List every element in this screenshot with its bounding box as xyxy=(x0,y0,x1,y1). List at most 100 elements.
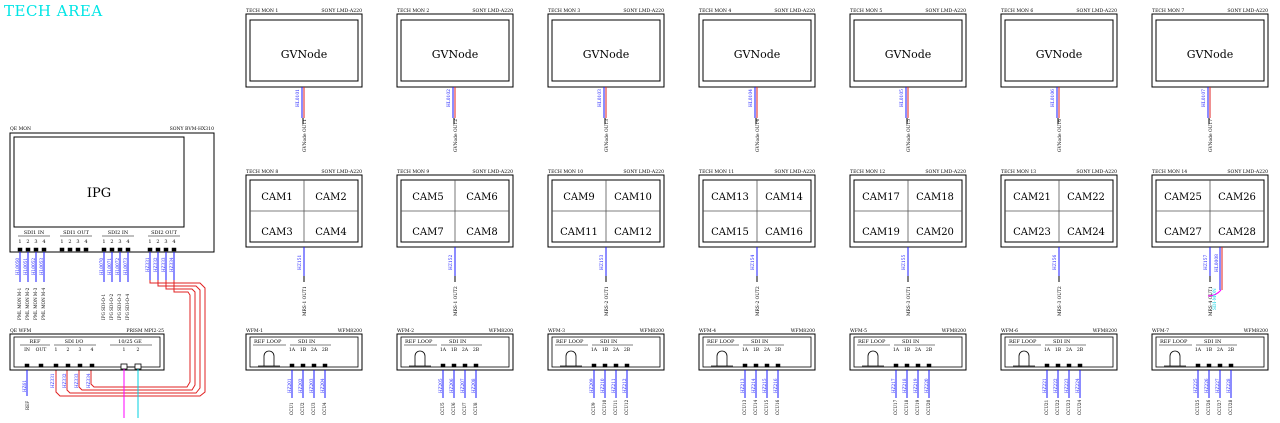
wfm-ref-label: REF LOOP xyxy=(707,339,735,345)
ipg-content-label: IPG xyxy=(87,186,111,201)
source-label: IPG SDI-O-1 xyxy=(101,294,106,320)
source-label: CCU25 xyxy=(1195,399,1200,415)
ipg-group-label: SDI1 OUT xyxy=(63,230,89,236)
wfm-port xyxy=(1066,363,1072,368)
monitor-id-label: TECH MON 14 xyxy=(1152,169,1187,175)
ipg-port xyxy=(41,247,47,252)
wfm-port xyxy=(753,363,759,368)
wfm-port xyxy=(311,363,317,368)
monitor-model-label: SONY LMD-A220 xyxy=(774,169,815,175)
cable-label: HL0052 xyxy=(31,258,36,275)
cam-label: CAM17 xyxy=(862,192,900,203)
wfm-port xyxy=(1055,363,1061,368)
wfm-port xyxy=(300,363,306,368)
ipg-model-label: SONY BVM-HX310 xyxy=(170,126,214,132)
cable-label: HZ331 xyxy=(145,257,150,272)
monitor-id-label: TECH MON 10 xyxy=(548,169,583,175)
wfm-input-label: 2A xyxy=(1066,347,1073,353)
wfm-ref-label: REF LOOP xyxy=(405,339,433,345)
wfm-frame xyxy=(245,333,363,371)
ipg-port-label: 2 xyxy=(110,239,113,245)
wfm-input-label: 1B xyxy=(1206,347,1213,353)
wfm-ref-label: REF LOOP xyxy=(1160,339,1188,345)
wfm-port xyxy=(915,363,921,368)
cable-label: HZ332 xyxy=(62,373,67,388)
ref-loop-symbol xyxy=(263,350,275,366)
wfm-sdi-label: SDI IN xyxy=(1053,339,1071,345)
source-label: IPG SDI-O-3 xyxy=(117,294,122,320)
qewfm-model-label: PRISM MPI2-25 xyxy=(126,328,164,334)
ipg-group-label: SDI2 IN xyxy=(108,230,129,236)
cam-label: CAM19 xyxy=(862,227,900,238)
monitor-id-label: TECH MON 7 xyxy=(1152,8,1184,14)
wfm-input-label: 2B xyxy=(473,347,480,353)
cable-label: HZ223 xyxy=(1064,378,1069,393)
qewfm-ge-label: 10/25 GE xyxy=(118,339,142,345)
wfm-input-label: 2A xyxy=(311,347,318,353)
cam-label: CAM5 xyxy=(412,192,443,203)
source-label: CCU21 xyxy=(1044,399,1049,415)
qewfm-port xyxy=(38,363,44,368)
wfm-id-label: WFM-3 xyxy=(548,328,565,334)
source-label: MRS-3 OUT2 xyxy=(1058,286,1063,316)
cam-label: CAM24 xyxy=(1067,227,1105,238)
cam-label: CAM4 xyxy=(315,227,346,238)
cable-label: HZ219 xyxy=(913,378,918,393)
wfm-input-label: 1A xyxy=(893,347,900,353)
cam-label: CAM11 xyxy=(560,227,598,238)
wfm-id-label: WFM-5 xyxy=(850,328,867,334)
source-label: CCU5 xyxy=(440,402,445,415)
qewfm-frame xyxy=(9,333,165,371)
qewfm-ge-port xyxy=(120,363,128,370)
wfm-input-label: 2A xyxy=(915,347,922,353)
cable-label: HZ220 xyxy=(924,378,929,393)
cam-label: CAM7 xyxy=(412,227,443,238)
wfm-model-label: WFM8200 xyxy=(640,328,664,334)
cable-label: HZ226 xyxy=(1204,378,1209,393)
wfm-ref-label: REF LOOP xyxy=(858,339,886,345)
wfm-input-label: 1A xyxy=(1044,347,1051,353)
monitor-id-label: TECH MON 6 xyxy=(1001,8,1033,14)
wfm-sdi-label: SDI IN xyxy=(449,339,467,345)
monitor-id-label: TECH MON 1 xyxy=(246,8,278,14)
cable-label: HL0070 xyxy=(99,258,104,275)
source-label: PML MON M-2 xyxy=(25,287,30,320)
cam-label: CAM2 xyxy=(315,192,346,203)
wfm-port xyxy=(775,363,781,368)
wfm-input-label: 1A xyxy=(591,347,598,353)
wfm-frame xyxy=(396,333,514,371)
ipg-port xyxy=(59,247,65,252)
monitor-id-label: TECH MON 11 xyxy=(699,169,734,175)
ref-loop-symbol xyxy=(716,350,728,366)
source-label: IPG SDI-O-4 xyxy=(125,294,130,320)
source-label: CCU8 xyxy=(473,402,478,415)
ipg-port xyxy=(147,247,153,252)
cable-label: HZ157 xyxy=(1204,255,1209,270)
source-label: MRS-1 OUT1 xyxy=(303,286,308,316)
monitor-id-label: TECH MON 9 xyxy=(397,169,429,175)
cable-label: HZ207 xyxy=(460,378,465,393)
source-label: MRS-2 OUT2 xyxy=(756,286,761,316)
wfm-sdi-label: SDI IN xyxy=(1204,339,1222,345)
source-label: CCU27 xyxy=(1217,399,1222,415)
qewfm-sdi-label: SDI I/O xyxy=(65,339,84,345)
qewfm-sdi-port-label: 4 xyxy=(91,347,94,353)
cam-label: CAM6 xyxy=(466,192,497,203)
cable-label: HZ227 xyxy=(1215,378,1220,393)
cam-label: CAM25 xyxy=(1164,192,1202,203)
qewfm-ref-port-label: OUT xyxy=(36,347,48,353)
wfm-input-label: 1A xyxy=(1195,347,1202,353)
wfm-input-label: 2B xyxy=(775,347,782,353)
monitor-model-label: SONY LMD-A220 xyxy=(472,169,513,175)
qewfm-ge-port-label: 2 xyxy=(137,347,140,353)
monitor-id-label: TECH MON 3 xyxy=(548,8,580,14)
ipg-port xyxy=(33,247,39,252)
ipg-port-label: 4 xyxy=(84,239,87,245)
source-label: REF xyxy=(25,401,30,410)
wfm-input-label: 1B xyxy=(1055,347,1062,353)
wfm-frame xyxy=(1151,333,1269,371)
ref-loop-symbol xyxy=(1169,350,1181,366)
monitor-model-label: SONY LMD-A220 xyxy=(321,8,362,14)
cable-label: HZ209 xyxy=(589,378,594,393)
